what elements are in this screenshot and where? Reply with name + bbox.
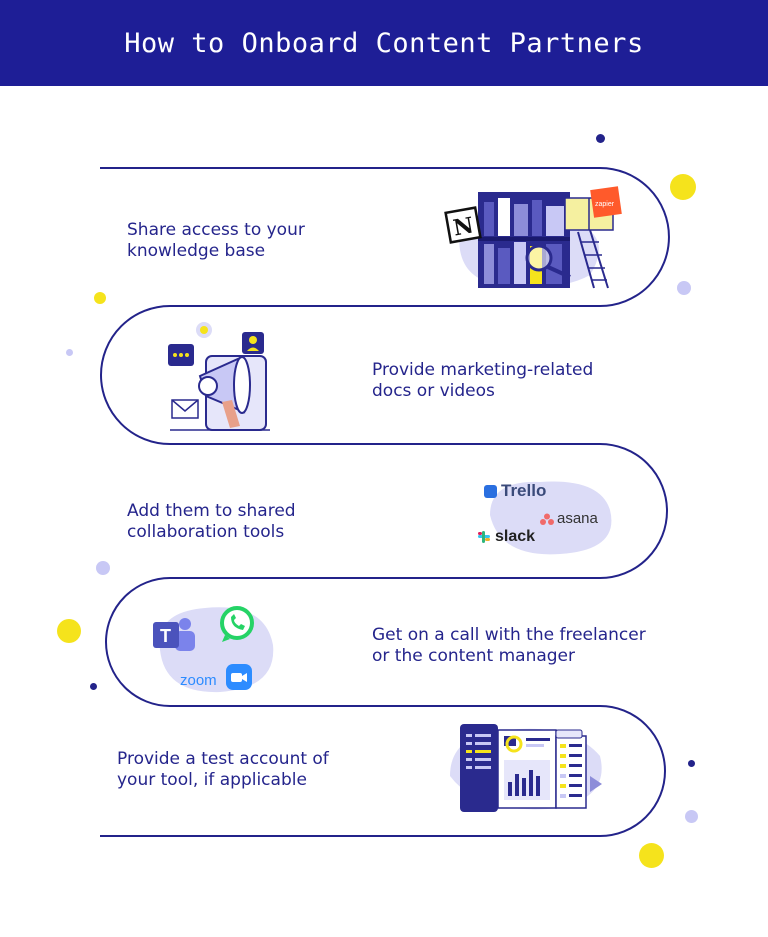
decor-dot [596,134,605,143]
whatsapp-icon [220,606,254,642]
megaphone-illustration [168,322,270,431]
decor-dot [96,561,110,575]
decor-dot [670,174,696,200]
decor-dot [685,810,698,823]
decor-dot [688,760,695,767]
slack-logo: slack [476,528,535,546]
step-4-text: Get on a call with the freelancer or the… [372,625,646,666]
decor-dot [66,349,73,356]
trello-icon [484,484,497,498]
step-5-text: Provide a test account of your tool, if … [117,749,329,790]
step-2-text: Provide marketing-related docs or videos [372,360,594,401]
asana-logo: asana [540,510,598,527]
decor-dot [90,683,97,690]
teams-icon: T [153,618,195,651]
call-apps-illustration: T zoom [145,600,280,695]
header-banner: How to Onboard Content Partners [0,0,768,86]
slack-icon [478,531,490,543]
decor-dot [677,281,691,295]
svg-text:T: T [160,626,171,646]
page-title: How to Onboard Content Partners [124,27,644,59]
decor-dot [94,292,106,304]
svg-text:N: N [451,212,475,241]
decor-dot [639,843,664,868]
asana-icon [540,513,554,525]
step-3-text: Add them to shared collaboration tools [127,501,296,542]
decor-dot [57,619,81,643]
dashboard-illustration [450,724,602,812]
zoom-logo: zoom [180,672,217,689]
knowledge-base-illustration: zapier N [444,186,622,289]
collaboration-tools-illustration: Trello asana slack [470,470,630,560]
step-1-text: Share access to your knowledge base [127,220,305,261]
zoom-icon [226,664,252,690]
zapier-logo: zapier [595,201,615,208]
trello-logo: Trello [484,481,546,501]
